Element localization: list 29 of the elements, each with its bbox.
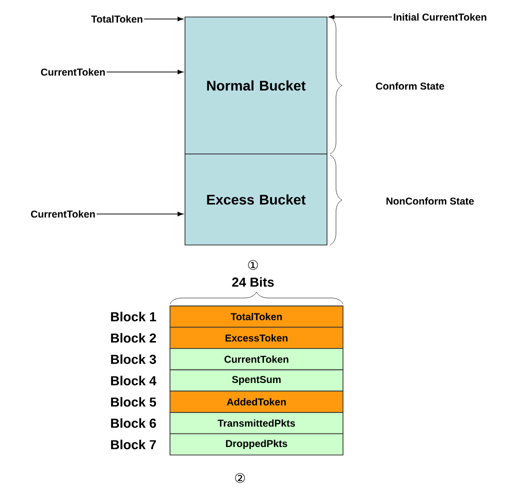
table-cell: TransmittedPkts	[170, 412, 344, 434]
bucket-box: Excess Bucket	[184, 154, 328, 246]
table-cell: DroppedPkts	[170, 433, 344, 456]
table-cell: ExcessToken	[170, 326, 344, 349]
token-label: CurrentToken	[31, 210, 95, 218]
state-label: NonConform State	[386, 197, 474, 205]
bit-width-label: 24 Bits	[232, 277, 274, 287]
block-label: Block 4	[111, 376, 156, 386]
block-label: Block 1	[111, 312, 156, 322]
token-label: Initial CurrentToken	[394, 13, 486, 21]
figure-number: ①	[248, 260, 258, 270]
table-cell: AddedToken	[170, 390, 344, 413]
block-label: Block 7	[111, 440, 156, 450]
arrow	[144, 16, 184, 22]
bucket-box: Normal Bucket	[184, 16, 328, 154]
block-label: Block 2	[111, 333, 156, 343]
figure-number: ②	[235, 473, 245, 483]
block-label: Block 5	[111, 397, 156, 407]
arrow	[328, 14, 392, 20]
table-cell: CurrentToken	[170, 348, 344, 370]
block-label: Block 3	[111, 354, 156, 364]
token-label: CurrentToken	[41, 68, 105, 76]
table-cell: SpentSum	[170, 369, 344, 392]
arrow	[106, 70, 184, 74]
token-label: TotalToken	[91, 15, 142, 23]
block-label: Block 6	[111, 418, 156, 428]
state-label: Conform State	[376, 82, 444, 90]
arrow	[96, 212, 184, 216]
table-cell: TotalToken	[170, 306, 344, 328]
